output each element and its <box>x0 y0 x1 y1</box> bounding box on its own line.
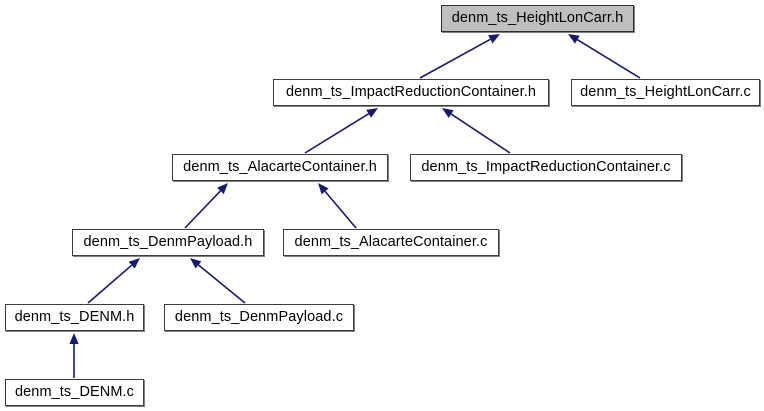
graph-node-label: denm_ts_AlacarteContainer.c <box>294 234 488 251</box>
graph-node-heightloncarr_h[interactable]: denm_ts_HeightLonCarr.h <box>441 5 634 32</box>
graph-edge-arrowhead <box>366 108 378 118</box>
graph-edge-arrowhead <box>442 108 454 118</box>
graph-node-heightloncarr_c[interactable]: denm_ts_HeightLonCarr.c <box>571 79 760 106</box>
graph-node-label: denm_ts_ImpactReductionContainer.h <box>285 84 537 101</box>
graph-node-label: denm_ts_DENM.c <box>14 384 135 401</box>
graph-edge-line <box>576 39 641 79</box>
graph-node-label: denm_ts_DenmPayload.h <box>83 234 253 251</box>
graph-edge-line <box>184 190 221 229</box>
graph-node-label: denm_ts_DENM.h <box>14 309 135 326</box>
graph-edge-arrowhead <box>568 34 580 44</box>
graph-node-label: denm_ts_HeightLonCarr.h <box>451 10 624 27</box>
graph-edge-line <box>450 113 511 154</box>
graph-node-alacarte_h[interactable]: denm_ts_AlacarteContainer.h <box>172 154 388 181</box>
graph-edge-arrowhead <box>69 333 79 344</box>
graph-edge-line <box>198 264 246 304</box>
graph-edge-line <box>324 190 357 229</box>
graph-node-denm_h[interactable]: denm_ts_DENM.h <box>5 304 144 331</box>
graph-node-denmpayload_h[interactable]: denm_ts_DenmPayload.h <box>72 229 264 256</box>
graph-node-label: denm_ts_AlacarteContainer.h <box>183 159 377 176</box>
graph-node-denmpayload_c[interactable]: denm_ts_DenmPayload.c <box>164 304 354 331</box>
graph-edge-line <box>419 38 491 79</box>
graph-node-label: denm_ts_DenmPayload.c <box>174 309 344 326</box>
graph-node-label: denm_ts_HeightLonCarr.c <box>580 84 751 101</box>
graph-node-impactreduction_c[interactable]: denm_ts_ImpactReductionContainer.c <box>410 154 682 181</box>
graph-edge-arrowhead <box>488 34 500 44</box>
graph-node-label: denm_ts_ImpactReductionContainer.c <box>421 159 671 176</box>
graph-node-denm_c[interactable]: denm_ts_DENM.c <box>5 379 144 406</box>
graph-edge-line <box>304 113 370 154</box>
graph-node-impactreduction_h[interactable]: denm_ts_ImpactReductionContainer.h <box>273 79 549 106</box>
graph-edge-arrowhead <box>318 183 329 195</box>
graph-node-alacarte_c[interactable]: denm_ts_AlacarteContainer.c <box>283 229 499 256</box>
graph-edge-arrowhead <box>217 183 228 195</box>
graph-edge-arrowhead <box>128 258 140 269</box>
graph-edge-arrowhead <box>190 258 202 269</box>
graph-edge-line <box>87 264 133 304</box>
